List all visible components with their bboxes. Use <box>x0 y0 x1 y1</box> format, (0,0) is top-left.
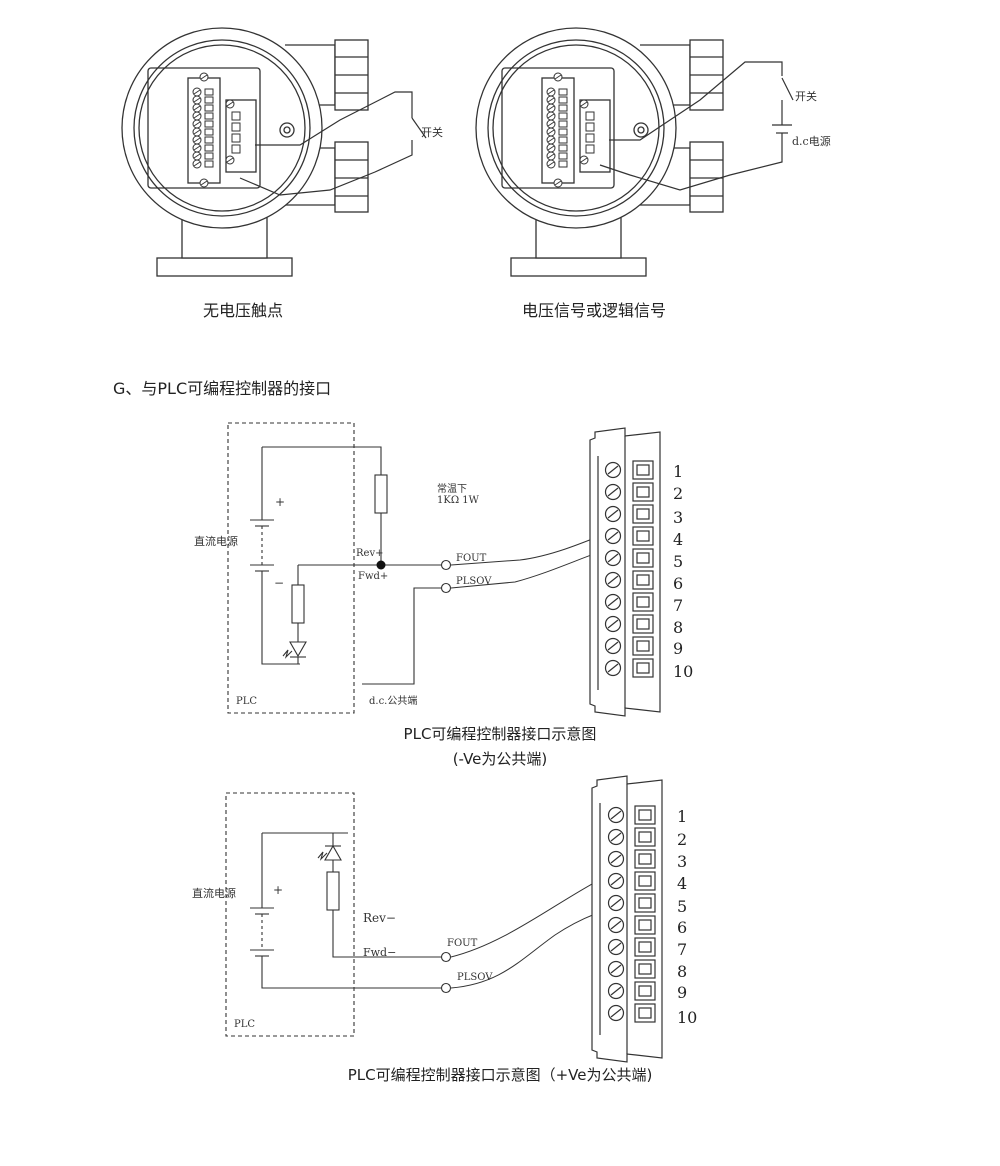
d1-terminal-number: 3 <box>673 508 683 527</box>
junction-dot <box>376 560 386 570</box>
d2-fwd: Fwd− <box>363 946 396 959</box>
pullup-resistor <box>374 474 388 514</box>
housing-right <box>475 27 724 277</box>
d1-fwd: Fwd+ <box>358 571 388 582</box>
right-caption: 电压信号或逻辑信号 <box>522 301 666 320</box>
d2-terminal-number: 7 <box>677 940 687 959</box>
plsov-terminal-2 <box>440 982 452 994</box>
d2-plsov: PLSOV <box>457 972 493 983</box>
d2-plc: PLC <box>234 1019 255 1030</box>
d2-plus: + <box>273 883 283 897</box>
switch-wiring-right <box>599 61 794 191</box>
d1-plc: PLC <box>236 696 257 707</box>
d1-terminal-number: 7 <box>673 596 683 615</box>
diagram1-plc-box <box>227 422 355 714</box>
d1-plsov: PLSOV <box>456 576 492 587</box>
d1-resistor-note-1: 常温下 <box>437 482 467 495</box>
terminal-block-right <box>546 72 595 188</box>
d1-terminal-number: 10 <box>673 662 693 681</box>
d1-terminal-number: 4 <box>673 530 683 549</box>
d2-terminal-number: 3 <box>677 852 687 871</box>
diagram2-circuit <box>225 792 442 1037</box>
d1-terminal-numbers: 1 2 3 4 5 6 7 8 9 10 <box>673 462 693 681</box>
d1-rev: Rev+ <box>356 548 383 559</box>
d2-terminal-number: 9 <box>677 983 687 1002</box>
housing-left <box>121 27 369 277</box>
d1-terminal-number: 8 <box>673 618 683 637</box>
d1-caption-2: (-Ve为公共端) <box>453 750 548 768</box>
d1-fout: FOUT <box>456 553 487 564</box>
opto-resistor <box>291 584 305 624</box>
diagram1-circuit <box>227 422 442 714</box>
terminal-block-left <box>192 72 241 188</box>
d2-fout: FOUT <box>447 938 478 949</box>
d1-terminal-number: 5 <box>673 552 683 571</box>
terminal-strip-1 <box>589 427 661 717</box>
right-supply-label: d.c电源 <box>792 134 831 148</box>
d2-terminal-number: 1 <box>677 807 687 826</box>
opto-resistor-2 <box>326 871 340 911</box>
fout-terminal-2 <box>440 951 452 963</box>
d2-terminal-number: 2 <box>677 830 687 849</box>
d2-terminal-number: 5 <box>677 897 687 916</box>
section-g-heading: G、与PLC可编程控制器的接口 <box>113 379 331 398</box>
left-switch-label: 开关 <box>421 125 443 139</box>
left-caption: 无电压触点 <box>203 301 283 320</box>
d1-dc-supply: 直流电源 <box>194 534 238 548</box>
d2-terminal-number: 8 <box>677 962 687 981</box>
plsov-terminal <box>440 582 452 594</box>
d2-terminal-number: 4 <box>677 874 687 893</box>
switch-wiring-left <box>239 91 427 196</box>
right-switch-label: 开关 <box>795 89 817 103</box>
d2-terminal-number: 10 <box>677 1008 697 1027</box>
d2-caption: PLC可编程控制器接口示意图（+Ve为公共端) <box>348 1066 653 1084</box>
d1-caption-1: PLC可编程控制器接口示意图 <box>404 725 597 743</box>
d2-dc-supply: 直流电源 <box>192 886 236 900</box>
d1-terminal-number: 2 <box>673 484 683 503</box>
d1-common: d.c.公共端 <box>369 694 417 707</box>
d2-terminal-number: 6 <box>677 918 687 937</box>
d1-plus: + <box>275 495 285 509</box>
d1-terminal-number: 6 <box>673 574 683 593</box>
terminal-strip-2 <box>591 775 663 1063</box>
d1-minus: − <box>274 576 284 590</box>
d2-rev: Rev− <box>363 911 396 925</box>
d2-terminal-numbers: 1 2 3 4 5 6 7 8 9 10 <box>677 807 697 1027</box>
d1-terminal-number: 9 <box>673 639 683 658</box>
d1-resistor-note-2: 1KΩ 1W <box>437 495 480 506</box>
d1-terminal-number: 1 <box>673 462 683 481</box>
fout-terminal <box>440 559 452 571</box>
diagram2-plc-box <box>225 792 355 1037</box>
